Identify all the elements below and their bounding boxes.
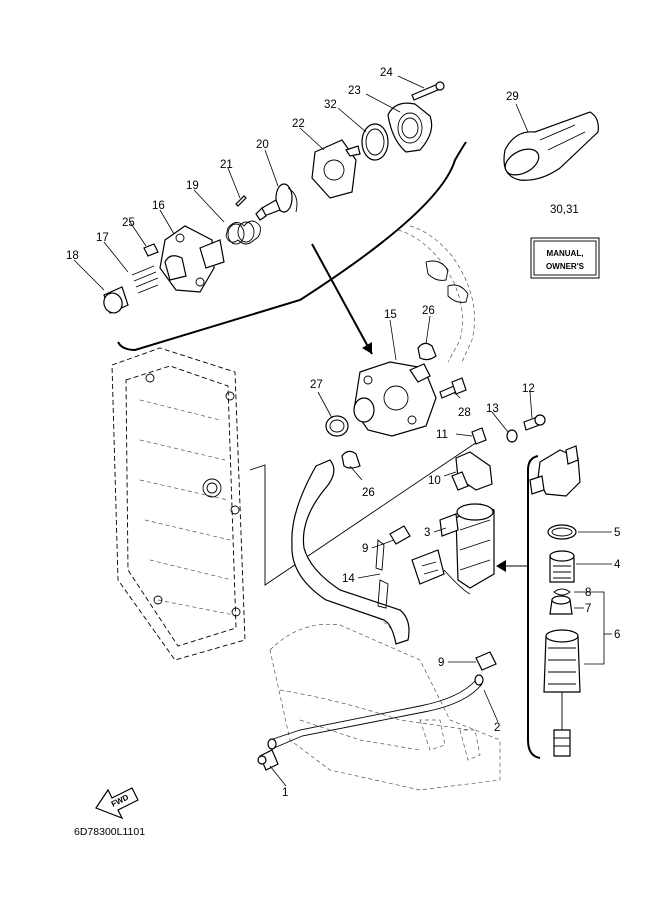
callout-6: 6 bbox=[614, 629, 620, 641]
callout-14: 14 bbox=[342, 573, 355, 585]
callout-22: 22 bbox=[292, 118, 305, 130]
fuel-filter-assembly bbox=[389, 414, 546, 671]
hose-part-14 bbox=[291, 459, 410, 645]
callout-20: 20 bbox=[256, 139, 269, 151]
callout-25: 25 bbox=[122, 217, 135, 229]
callout-15: 15 bbox=[384, 309, 397, 321]
fuel-pump-assembly bbox=[325, 342, 467, 469]
figure-code: 6D78300L1101 bbox=[74, 826, 145, 838]
callout-9-upper: 9 bbox=[362, 543, 368, 555]
callout-28: 28 bbox=[458, 407, 471, 419]
manual-label-line2: OWNER'S bbox=[546, 262, 585, 271]
callout-12: 12 bbox=[522, 383, 535, 395]
callout-13: 13 bbox=[486, 403, 499, 415]
callout-9-lower: 9 bbox=[438, 657, 444, 669]
callout-30-31: 30,31 bbox=[550, 204, 579, 216]
callout-3: 3 bbox=[424, 527, 430, 539]
fwd-arrow: FWD bbox=[95, 787, 139, 820]
manual-label-line1: MANUAL, bbox=[547, 249, 584, 258]
callout-2: 2 bbox=[494, 722, 500, 734]
callout-numbers: 24 23 32 22 20 21 19 16 25 17 18 29 30,3… bbox=[66, 67, 621, 799]
callout-26-lower: 26 bbox=[362, 487, 375, 499]
callout-8: 8 bbox=[585, 587, 591, 599]
filter-breakdown bbox=[496, 445, 605, 759]
cylinder-head-block bbox=[111, 347, 481, 661]
callout-11: 11 bbox=[436, 429, 448, 441]
callout-23: 23 bbox=[348, 85, 361, 97]
callout-19: 19 bbox=[186, 180, 199, 192]
callout-1: 1 bbox=[282, 787, 288, 799]
thermostat-assembly-parts bbox=[103, 81, 445, 314]
hose-part-2 bbox=[267, 674, 484, 750]
callout-26-upper: 26 bbox=[422, 305, 435, 317]
subassembly-arrowhead bbox=[362, 342, 372, 354]
callout-32: 32 bbox=[324, 99, 337, 111]
callout-27: 27 bbox=[310, 379, 323, 391]
callout-5: 5 bbox=[614, 527, 620, 539]
callout-29: 29 bbox=[506, 91, 519, 103]
callout-16: 16 bbox=[152, 200, 165, 212]
callout-17: 17 bbox=[96, 232, 109, 244]
subassembly-bracket bbox=[117, 141, 467, 352]
leader-lines bbox=[73, 75, 612, 787]
upper-hose-ghost bbox=[397, 225, 475, 363]
lower-engine-block bbox=[269, 599, 501, 791]
subassembly-arrow bbox=[311, 243, 373, 355]
callout-24: 24 bbox=[380, 67, 393, 79]
fitting-part-1 bbox=[257, 749, 279, 771]
callout-18: 18 bbox=[66, 250, 79, 262]
callout-7: 7 bbox=[585, 603, 591, 615]
owners-manual-label: MANUAL, OWNER'S bbox=[530, 237, 600, 279]
callout-21: 21 bbox=[220, 159, 233, 171]
callout-4: 4 bbox=[614, 559, 621, 571]
callout-10: 10 bbox=[428, 475, 441, 487]
hose-sleeve-part-29 bbox=[503, 111, 599, 181]
